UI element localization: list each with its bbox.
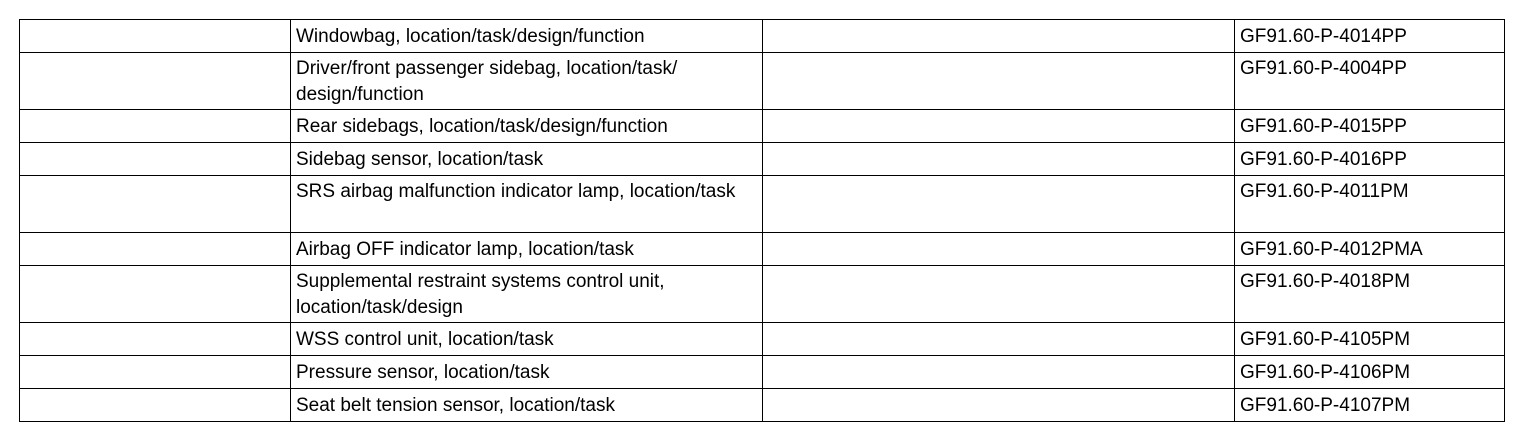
empty-cell: [762, 19, 1235, 53]
document-number-cell: GF91.60-P-4106PM: [1234, 355, 1505, 389]
table-row: Supplemental restraint systems control u…: [19, 265, 1505, 323]
empty-cell: [762, 355, 1235, 389]
empty-cell: [19, 109, 291, 143]
description-cell: SRS airbag malfunction indicator lamp, l…: [290, 175, 763, 233]
empty-cell: [19, 142, 291, 176]
description-cell: Rear sidebags, location/task/design/func…: [290, 109, 763, 143]
table-row: Pressure sensor, location/task GF91.60-P…: [19, 355, 1505, 389]
empty-cell: [19, 322, 291, 356]
empty-cell: [19, 19, 291, 53]
table-row: SRS airbag malfunction indicator lamp, l…: [19, 175, 1505, 233]
empty-cell: [19, 355, 291, 389]
document-number-cell: GF91.60-P-4105PM: [1234, 322, 1505, 356]
description-cell: WSS control unit, location/task: [290, 322, 763, 356]
description-cell: Windowbag, location/task/design/function: [290, 19, 763, 53]
document-number-cell: GF91.60-P-4014PP: [1234, 19, 1505, 53]
empty-cell: [19, 52, 291, 110]
empty-cell: [762, 109, 1235, 143]
document-number-cell: GF91.60-P-4016PP: [1234, 142, 1505, 176]
document-number-cell: GF91.60-P-4015PP: [1234, 109, 1505, 143]
empty-cell: [762, 232, 1235, 266]
document-number-cell: GF91.60-P-4018PM: [1234, 265, 1505, 323]
description-cell: Seat belt tension sensor, location/task: [290, 388, 763, 422]
document-number-cell: GF91.60-P-4107PM: [1234, 388, 1505, 422]
empty-cell: [19, 388, 291, 422]
table-row: Rear sidebags, location/task/design/func…: [19, 109, 1505, 143]
empty-cell: [762, 322, 1235, 356]
document-number-cell: GF91.60-P-4012PMA: [1234, 232, 1505, 266]
description-cell: Driver/front passenger sidebag, location…: [290, 52, 763, 110]
table-row: WSS control unit, location/task GF91.60-…: [19, 322, 1505, 356]
empty-cell: [762, 388, 1235, 422]
description-cell: Pressure sensor, location/task: [290, 355, 763, 389]
empty-cell: [19, 265, 291, 323]
empty-cell: [19, 175, 291, 233]
empty-cell: [762, 142, 1235, 176]
table-row: Sidebag sensor, location/task GF91.60-P-…: [19, 142, 1505, 176]
document-number-cell: GF91.60-P-4004PP: [1234, 52, 1505, 110]
table-row: Airbag OFF indicator lamp, location/task…: [19, 232, 1505, 266]
table-row: Seat belt tension sensor, location/task …: [19, 388, 1505, 422]
description-cell: Sidebag sensor, location/task: [290, 142, 763, 176]
document-number-cell: GF91.60-P-4011PM: [1234, 175, 1505, 233]
empty-cell: [762, 52, 1235, 110]
empty-cell: [762, 265, 1235, 323]
document-reference-table: Windowbag, location/task/design/function…: [19, 19, 1505, 422]
table-row: Driver/front passenger sidebag, location…: [19, 52, 1505, 110]
table-row: Windowbag, location/task/design/function…: [19, 19, 1505, 53]
empty-cell: [19, 232, 291, 266]
description-cell: Airbag OFF indicator lamp, location/task: [290, 232, 763, 266]
description-cell: Supplemental restraint systems control u…: [290, 265, 763, 323]
empty-cell: [762, 175, 1235, 233]
